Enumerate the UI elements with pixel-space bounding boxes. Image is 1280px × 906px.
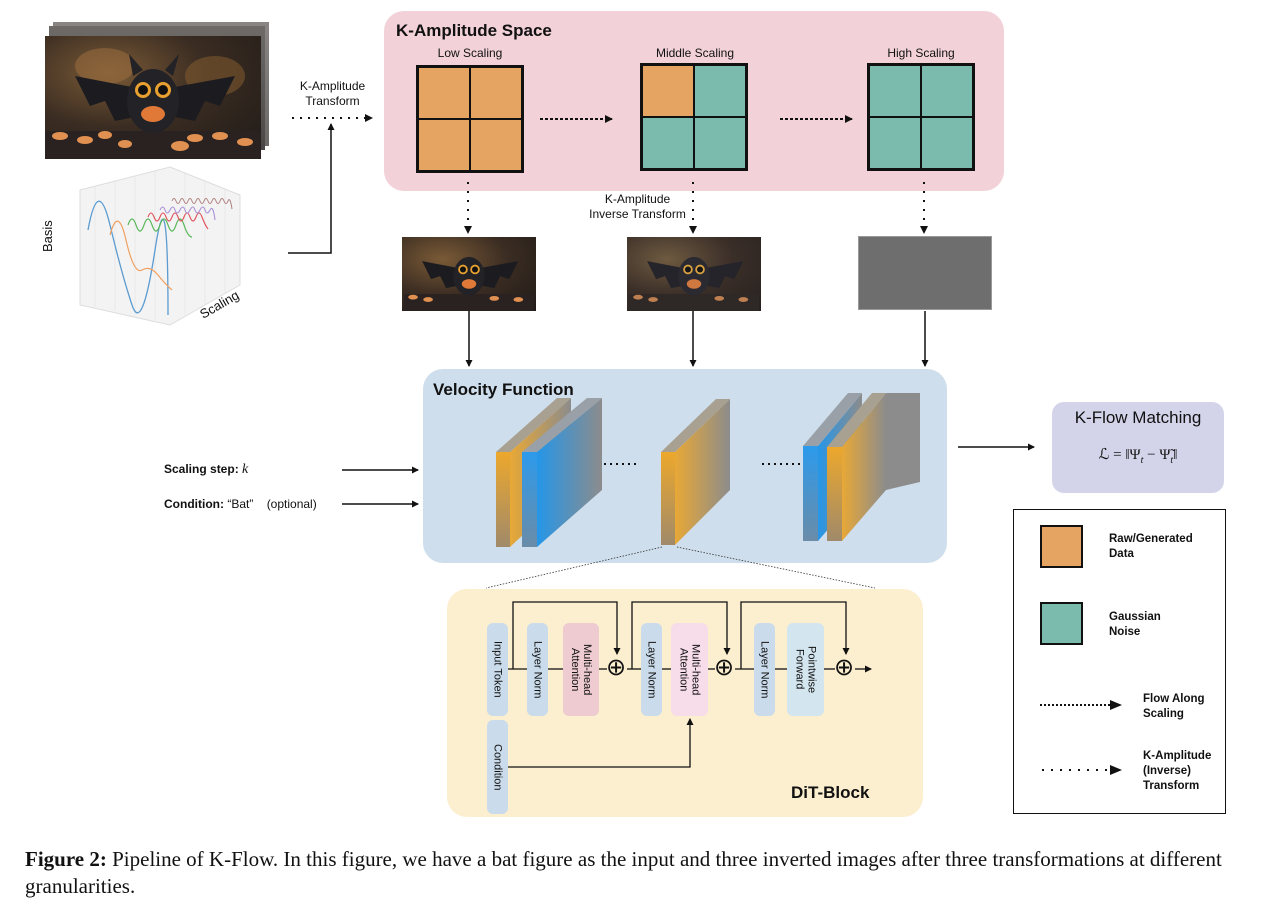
k-flow-matching-title: K-Flow Matching	[1074, 408, 1202, 427]
legend-transform-arrow-icon	[1042, 765, 1122, 775]
legend-flow-arrow-icon	[1040, 700, 1122, 710]
grid-cell-raw	[470, 119, 522, 171]
input-image-stack	[45, 22, 270, 160]
legend-swatch-raw-data	[1040, 525, 1083, 568]
scaling-step-variable: k	[242, 462, 249, 477]
grid-cell-noise	[642, 117, 694, 169]
multi-head-attention-block-1: Multi-head Attention	[563, 623, 599, 716]
inverted-image-low	[402, 237, 536, 311]
k-flow-matching-panel	[1052, 402, 1224, 493]
legend-swatch-gaussian-noise	[1040, 602, 1083, 645]
middle-scaling-grid	[640, 63, 748, 171]
basis-scaling-plot	[60, 165, 260, 335]
stage-label-high: High Scaling	[887, 46, 955, 60]
inverted-image-high	[858, 236, 992, 310]
stage-label-middle: Middle Scaling	[655, 46, 735, 60]
condition-input-label: Condition: “Bat” (optional)	[164, 497, 317, 511]
bat-image	[45, 36, 261, 159]
condition-block: Condition	[487, 720, 508, 814]
k-flow-loss-formula: ℒ = ‖Ψt − Ψ̃t‖	[1098, 447, 1178, 466]
grid-cell-raw	[642, 65, 694, 117]
legend-label-k-amplitude-transform: K-Amplitude (Inverse) Transform	[1143, 750, 1212, 792]
dit-block-title: DiT-Block	[791, 783, 870, 802]
layer-norm-block-1: Layer Norm	[527, 623, 548, 716]
legend-label-flow-along-scaling: Flow Along Scaling	[1143, 693, 1205, 720]
legend: Raw/Generated Data Gaussian Noise Flow A…	[1013, 509, 1226, 814]
input-token-block: Input Token	[487, 623, 508, 716]
basis-axis-label: Basis	[40, 220, 55, 252]
grid-cell-noise	[921, 65, 973, 117]
grid-cell-noise	[869, 65, 921, 117]
pointwise-forward-block: Pointwise Forward	[787, 623, 824, 716]
layer-norm-block-2: Layer Norm	[641, 623, 662, 716]
caption-label: Figure 2:	[25, 847, 107, 871]
grid-cell-noise	[694, 117, 746, 169]
add-icon: ⊕	[834, 654, 855, 681]
velocity-function-title: Velocity Function	[433, 380, 574, 399]
high-scaling-grid	[867, 63, 975, 171]
k-amplitude-space-title: K-Amplitude Space	[396, 21, 552, 40]
plot-to-transform-connector	[288, 123, 335, 254]
add-icon: ⊕	[606, 654, 627, 681]
stage-label-low: Low Scaling	[437, 46, 503, 60]
image-to-velocity-arrow	[465, 311, 929, 367]
grid-cell-noise	[694, 65, 746, 117]
grid-cell-noise	[869, 117, 921, 169]
legend-label-gaussian-noise: Gaussian Noise	[1109, 611, 1161, 638]
legend-label-raw-data: Raw/Generated Data	[1109, 533, 1193, 560]
add-icon: ⊕	[714, 654, 735, 681]
inverted-image-middle	[627, 237, 761, 311]
grid-cell-raw	[418, 67, 470, 119]
grid-cell-raw	[418, 119, 470, 171]
multi-head-attention-block-2: Multi-head Attention	[671, 623, 708, 716]
figure-caption: Figure 2: Pipeline of K-Flow. In this fi…	[25, 846, 1280, 900]
k-amplitude-transform-label: K-Amplitude Transform	[299, 79, 366, 108]
caption-text: Pipeline of K-Flow. In this figure, we h…	[25, 847, 1222, 898]
grid-cell-raw	[470, 67, 522, 119]
k-amplitude-inverse-label: K-Amplitude Inverse Transform	[589, 192, 686, 221]
grid-cell-noise	[921, 117, 973, 169]
low-scaling-grid	[416, 65, 524, 173]
layer-norm-block-3: Layer Norm	[754, 623, 775, 716]
scaling-step-input-label: Scaling step: k	[164, 462, 249, 477]
